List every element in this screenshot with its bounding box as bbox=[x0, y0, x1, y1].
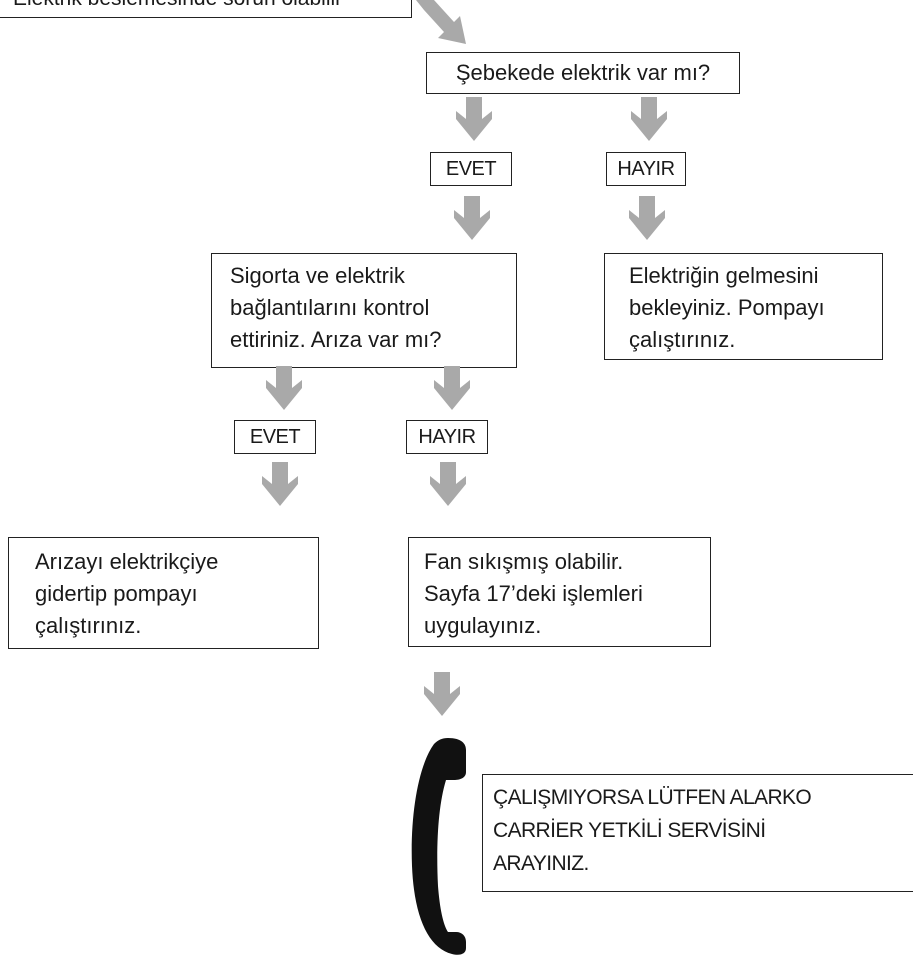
fan-stuck-text: Fan sıkışmış olabilir. Sayfa 17’deki işl… bbox=[424, 549, 643, 638]
down-arrow-icon bbox=[428, 366, 476, 414]
down-arrow-icon bbox=[260, 366, 308, 414]
yes-label-box: EVET bbox=[234, 420, 316, 454]
down-arrow-icon bbox=[448, 196, 496, 244]
diagonal-arrow-icon bbox=[412, 0, 472, 48]
phone-handset-icon bbox=[408, 736, 470, 956]
down-arrow-icon bbox=[418, 672, 466, 720]
electrician-box: Arızayı elektrikçiye gidertip pompayı ça… bbox=[8, 537, 319, 649]
check-fuse-box: Sigorta ve elektrik bağlantılarını kontr… bbox=[211, 253, 517, 368]
wait-power-text: Elektriğin gelmesini bekleyiniz. Pompayı… bbox=[629, 263, 825, 352]
yes-label-box: EVET bbox=[430, 152, 512, 186]
electrician-text: Arızayı elektrikçiye gidertip pompayı ça… bbox=[35, 549, 219, 638]
no-label-box: HAYIR bbox=[406, 420, 488, 454]
top-partial-text: Elektrik beslemesinde sorun olabilir bbox=[13, 0, 342, 12]
service-text: ÇALIŞMIYORSA LÜTFEN ALARKO CARRİER YETKİ… bbox=[493, 786, 812, 875]
question-power-text: Şebekede elektrik var mı? bbox=[455, 60, 711, 85]
check-fuse-text: Sigorta ve elektrik bağlantılarını kontr… bbox=[230, 263, 442, 352]
down-arrow-icon bbox=[424, 462, 472, 510]
down-arrow-icon bbox=[623, 196, 671, 244]
down-arrow-icon bbox=[625, 97, 673, 145]
no-label-text: HAYIR bbox=[418, 426, 476, 448]
top-partial-box: Elektrik beslemesinde sorun olabilir bbox=[0, 0, 412, 18]
yes-label-text: EVET bbox=[249, 426, 301, 448]
no-label-text: HAYIR bbox=[617, 158, 675, 180]
wait-power-box: Elektriğin gelmesini bekleyiniz. Pompayı… bbox=[604, 253, 883, 360]
down-arrow-icon bbox=[256, 462, 304, 510]
yes-label-text: EVET bbox=[445, 158, 497, 180]
no-label-box: HAYIR bbox=[606, 152, 686, 186]
fan-stuck-box: Fan sıkışmış olabilir. Sayfa 17’deki işl… bbox=[408, 537, 711, 647]
service-box: ÇALIŞMIYORSA LÜTFEN ALARKO CARRİER YETKİ… bbox=[482, 774, 913, 892]
down-arrow-icon bbox=[450, 97, 498, 145]
question-power-box: Şebekede elektrik var mı? bbox=[426, 52, 740, 94]
